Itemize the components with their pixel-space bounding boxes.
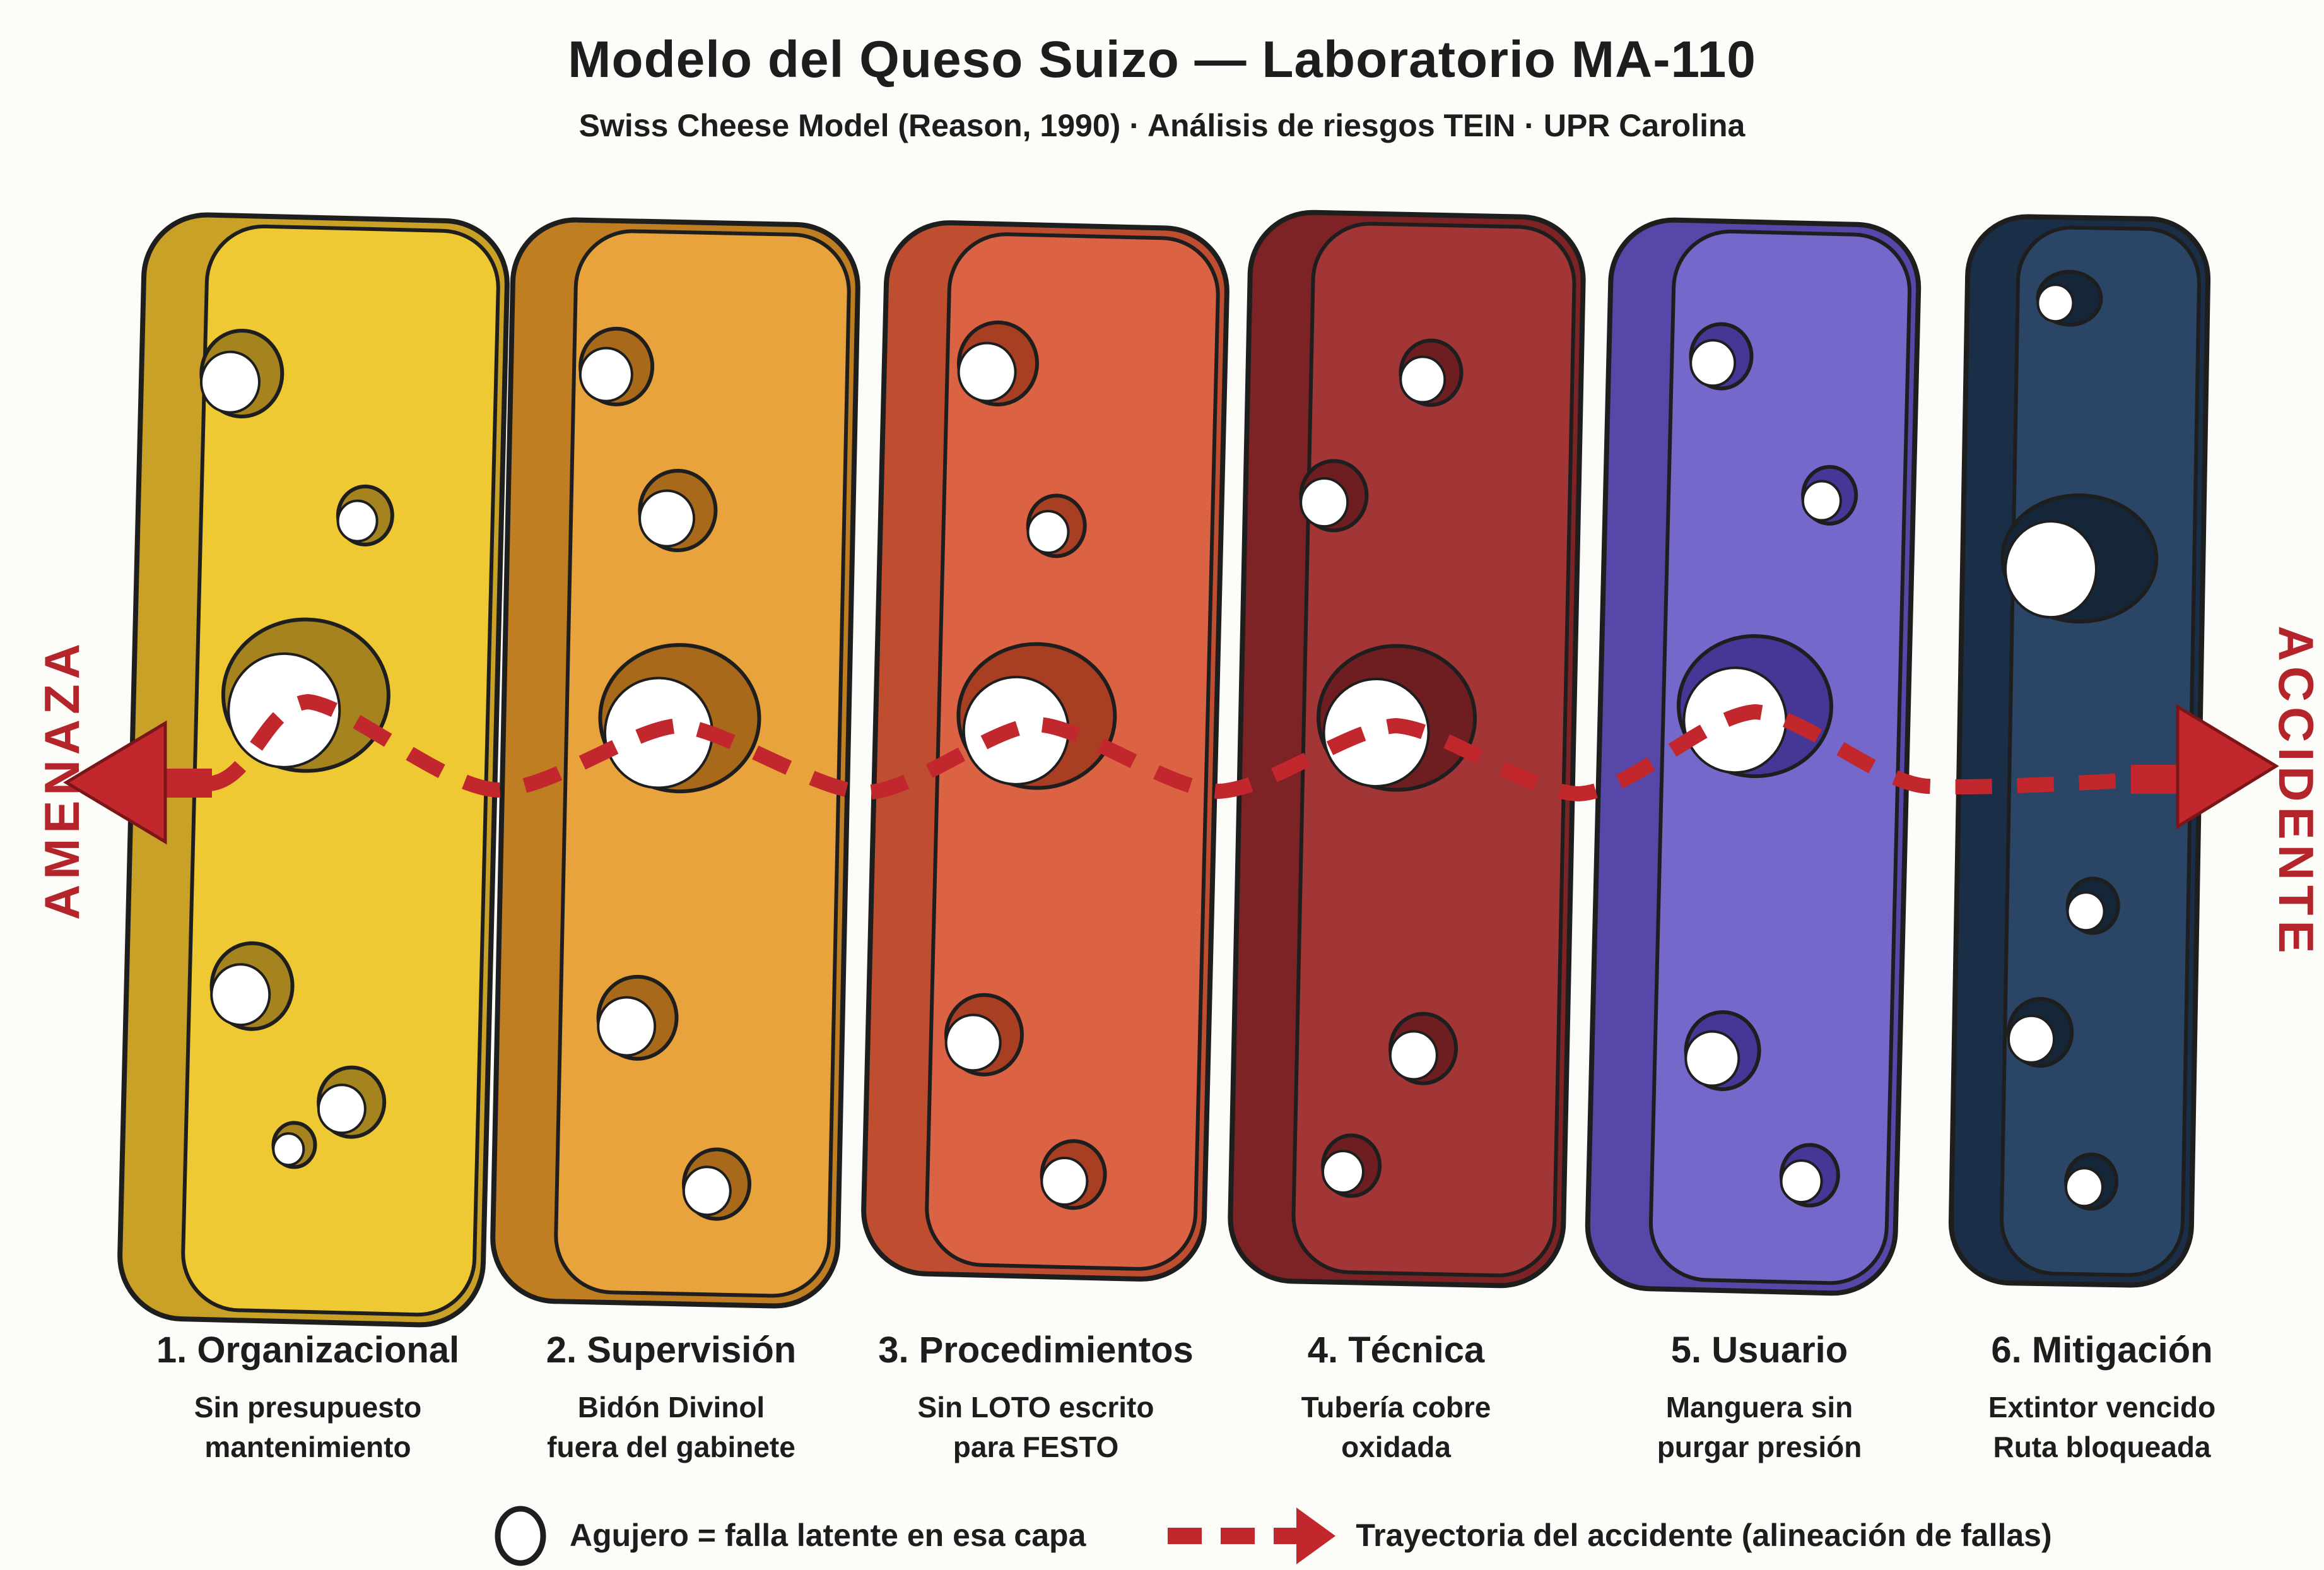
slice-title: 1. Organizacional (156, 1330, 460, 1371)
slice-line2: Ruta bloqueada (1993, 1431, 2211, 1464)
hole (682, 1147, 752, 1221)
legend-trajectory-item: Trayectoria del accidente (alineación de… (1166, 1504, 2052, 1567)
legend-hole-item: Agujero = falla latente en esa capa (489, 1501, 1086, 1570)
slice-line1: Sin LOTO escrito (917, 1391, 1154, 1424)
hole (199, 329, 285, 419)
threat-arrow-icon (63, 720, 212, 845)
hole (1684, 1010, 1761, 1091)
cheese-slice-organizacional (117, 212, 510, 1328)
hole (638, 469, 718, 553)
slice-line2: para FESTO (953, 1431, 1119, 1464)
hole (1399, 338, 1464, 407)
hole (956, 320, 1039, 406)
slice-line1: Bidón Divinol (577, 1391, 765, 1424)
legend-hole-text: Agujero = falla latente en esa capa (570, 1518, 1086, 1553)
cheese-slice-tecnica (1228, 210, 1586, 1289)
hole (336, 484, 394, 546)
slice-title: 5. Usuario (1670, 1330, 1848, 1371)
hole-icon (495, 1506, 546, 1566)
hole (1779, 1143, 1840, 1208)
slice-line1: Sin presupuesto (194, 1391, 422, 1424)
slice-label-procedimientos: 3. Procedimientos Sin LOTO escrito para F… (834, 1329, 1238, 1468)
hole (1299, 459, 1369, 533)
slice-title: 4. Técnica (1307, 1330, 1485, 1371)
hole (1801, 464, 1858, 526)
slice-title: 3. Procedimientos (878, 1330, 1194, 1371)
hole (1388, 1012, 1458, 1085)
slice-line1: Extintor vencido (1988, 1391, 2216, 1424)
cheese-slice-supervision (490, 217, 860, 1309)
hole (2065, 876, 2120, 935)
hole (317, 1065, 387, 1139)
hole (1689, 322, 1754, 391)
hole-aligned (1317, 644, 1477, 792)
hole (1040, 1139, 1107, 1210)
slice-line1: Tubería cobre (1301, 1391, 1491, 1424)
slice-line2: purgar presión (1657, 1431, 1862, 1464)
legend: Agujero = falla latente en esa capa Tray… (489, 1501, 2052, 1570)
legend-trajectory-text: Trayectoria del accidente (alineación de… (1356, 1518, 2052, 1553)
trajectory-arrow-icon (1168, 1508, 1336, 1564)
hole (2036, 269, 2103, 327)
slice-line2: fuera del gabinete (547, 1431, 795, 1464)
cheese-slice-procedimientos (861, 220, 1229, 1282)
cheese-slice-mitigacion (1948, 214, 2211, 1288)
slice-label-supervision: 2. Supervisión Bidón Divinol fuera del ga… (469, 1329, 873, 1468)
hole-aligned (956, 642, 1117, 790)
cheese-slice-usuario (1585, 217, 1922, 1296)
hole-aligned (2000, 493, 2159, 623)
slice-line2: oxidada (1341, 1431, 1451, 1464)
accident-arrow-icon (2131, 704, 2279, 830)
page-subtitle: Swiss Cheese Model (Reason, 1990) · Anál… (578, 108, 1746, 143)
hole (2064, 1152, 2119, 1211)
hole (1321, 1133, 1382, 1198)
trajectory-path (208, 694, 2140, 802)
slice-line2: mantenimiento (204, 1431, 411, 1464)
slice-label-tecnica: 4. Técnica Tubería cobre oxidada (1194, 1329, 1598, 1468)
hole-aligned (598, 643, 761, 794)
slice-line1: Manguera sin (1665, 1391, 1853, 1424)
hole (271, 1121, 317, 1169)
slice-title: 2. Supervisión (546, 1330, 797, 1371)
hole (944, 993, 1024, 1077)
hole (596, 974, 679, 1061)
slice-title: 6. Mitigación (1991, 1330, 2213, 1371)
hole (578, 326, 655, 406)
hole (209, 941, 295, 1031)
slice-label-usuario: 5. Usuario Manguera sin purgar presión (1558, 1329, 1961, 1468)
page-title: Modelo del Queso Suizo — Laboratorio MA-… (568, 31, 1756, 88)
hole (2007, 996, 2074, 1068)
slice-label-organizacional: 1. Organizacional Sin presupuesto manteni… (106, 1329, 510, 1468)
hole (1026, 493, 1087, 558)
